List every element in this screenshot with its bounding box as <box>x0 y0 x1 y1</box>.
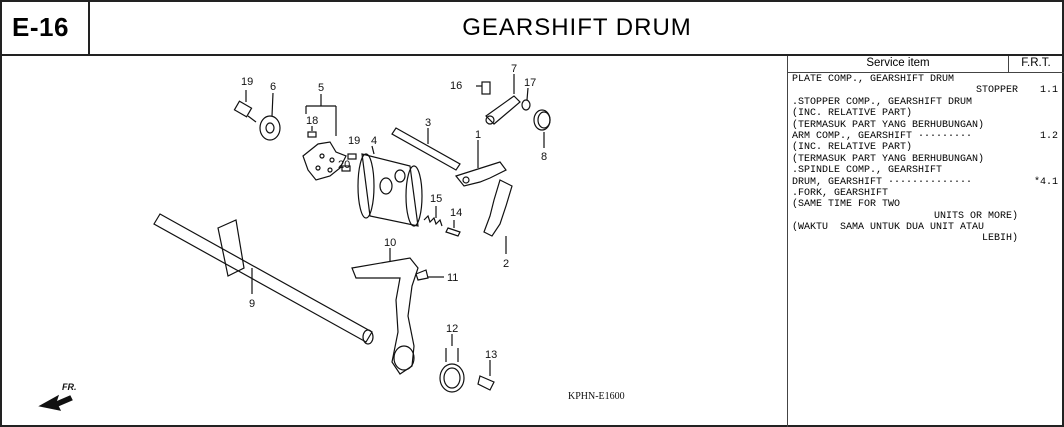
part-10-gearshift-arm <box>351 248 419 375</box>
label-part-17: 17 <box>524 77 536 89</box>
part-15-spring <box>423 206 443 227</box>
service-line-text: .STOPPER COMP., GEARSHIFT DRUM <box>792 96 973 108</box>
service-line-text: .SPINDLE COMP., GEARSHIFT <box>792 165 943 177</box>
service-line: (INC. RELATIVE PART) <box>792 142 1060 153</box>
parts-diagram: 19 6 5 18 19 20 4 3 1 2 7 16 17 8 15 14 … <box>0 56 788 427</box>
catalog-code: KPHN-E1600 <box>568 391 625 402</box>
label-part-14: 14 <box>450 207 462 219</box>
service-line: LEBIH) <box>792 233 1060 244</box>
column-divider <box>1008 56 1009 73</box>
service-line: STOPPER 1.1 <box>792 85 1060 96</box>
part-13-bolt <box>477 360 495 391</box>
label-part-1: 1 <box>475 129 481 141</box>
part-2-fork <box>483 179 513 254</box>
label-part-16: 16 <box>450 80 462 92</box>
service-line-text: PLATE COMP., GEARSHIFT DRUM <box>792 74 955 85</box>
service-line-frt-value: 1.1 <box>1039 85 1058 97</box>
label-part-19-b: 20 <box>338 159 350 171</box>
service-line: UNITS OR MORE) <box>792 211 1060 222</box>
label-part-20: 19 <box>241 76 253 88</box>
service-line: (TERMASUK PART YANG BERHUBUNGAN) <box>792 120 1060 131</box>
part-18-pin <box>307 126 317 138</box>
service-line: DRUM, GEARSHIFT ·············· *4.1 <box>792 177 1060 188</box>
frt-header: F.R.T. <box>1021 57 1051 69</box>
service-line: (INC. RELATIVE PART) <box>792 108 1060 119</box>
service-line: (SAME TIME FOR TWO <box>792 199 1060 210</box>
label-part-11: 11 <box>447 272 458 284</box>
front-marker: FR. <box>62 382 77 392</box>
service-line-text: ARM COMP., GEARSHIFT ········· <box>792 130 973 142</box>
label-part-7: 7 <box>511 63 517 75</box>
label-part-8: 8 <box>541 151 547 163</box>
service-line-text: LEBIH) <box>981 233 1018 245</box>
page-title: GEARSHIFT DRUM <box>462 14 692 41</box>
label-part-4: 4 <box>371 135 377 147</box>
service-line: ARM COMP., GEARSHIFT ········· 1.2 <box>792 131 1060 142</box>
service-line-text: UNITS OR MORE) <box>933 210 1018 222</box>
label-part-13: 13 <box>485 349 497 361</box>
label-part-19-a: 19 <box>348 135 360 147</box>
part-5-plate <box>302 94 347 181</box>
service-line: .STOPPER COMP., GEARSHIFT DRUM <box>792 97 1060 108</box>
service-line: (WAKTU SAMA UNTUK DUA UNIT ATAU <box>792 222 1060 233</box>
part-6-washer <box>259 92 281 141</box>
service-line: .FORK, GEARSHIFT <box>792 188 1060 199</box>
part-7-stopper-arm <box>485 74 521 125</box>
part-1-fork <box>454 140 507 187</box>
service-table-header: Service item F.R.T. <box>788 56 1064 73</box>
label-part-3: 3 <box>425 117 431 129</box>
service-line: PLATE COMP., GEARSHIFT DRUM <box>792 74 1060 85</box>
label-part-5: 5 <box>318 82 324 94</box>
service-line-text: (TERMASUK PART YANG BERHUBUNGAN) <box>792 119 985 131</box>
part-14-pin <box>445 220 461 237</box>
service-line-text: (INC. RELATIVE PART) <box>792 142 913 154</box>
service-line-text: (TERMASUK PART YANG BERHUBUNGAN) <box>792 153 985 165</box>
label-part-10: 10 <box>384 237 396 249</box>
label-part-9: 9 <box>249 298 255 310</box>
exploded-view-drawing: 19 6 5 18 19 20 4 3 1 2 7 16 17 8 15 14 … <box>38 63 625 411</box>
page-code-box: E-16 <box>0 0 90 56</box>
part-9-spindle <box>153 213 374 345</box>
service-line-text: (SAME TIME FOR TWO <box>792 199 901 211</box>
part-8-spring <box>533 109 551 148</box>
part-3-shaft <box>391 127 461 171</box>
part-19-pins <box>341 153 357 172</box>
part-11-clip <box>415 269 444 281</box>
part-16-bolt <box>476 81 491 95</box>
service-item-header: Service item <box>866 57 930 69</box>
service-line-frt-value: *4.1 <box>1033 176 1058 188</box>
part-20-bolt <box>233 90 257 123</box>
page-code: E-16 <box>12 12 69 42</box>
label-part-12: 12 <box>446 323 458 335</box>
service-line: (TERMASUK PART YANG BERHUBUNGAN) <box>792 154 1060 165</box>
service-line-text: DRUM, GEARSHIFT ·············· <box>792 176 973 188</box>
service-line-text: STOPPER <box>975 85 1018 97</box>
service-line-text: .FORK, GEARSHIFT <box>792 187 889 199</box>
label-part-15: 15 <box>430 193 442 205</box>
service-line-text: (WAKTU SAMA UNTUK DUA UNIT ATAU <box>792 222 985 234</box>
service-line: .SPINDLE COMP., GEARSHIFT <box>792 165 1060 176</box>
front-arrow-icon <box>38 394 73 411</box>
page-header: E-16 GEARSHIFT DRUM <box>0 0 1064 56</box>
service-line-text: (INC. RELATIVE PART) <box>792 108 913 120</box>
label-part-6: 6 <box>270 81 276 93</box>
part-17-washer <box>521 87 531 111</box>
label-part-18: 18 <box>306 115 318 127</box>
service-item-list: PLATE COMP., GEARSHIFT DRUM STOPPER 1.1 .ST… <box>792 74 1060 245</box>
part-12-spring <box>439 334 465 393</box>
label-part-2: 2 <box>503 258 509 270</box>
service-panel: Service item F.R.T. PLATE COMP., GEARSHI… <box>788 56 1064 427</box>
part-4-drum <box>357 145 423 227</box>
service-line-frt-value: 1.2 <box>1039 130 1058 142</box>
